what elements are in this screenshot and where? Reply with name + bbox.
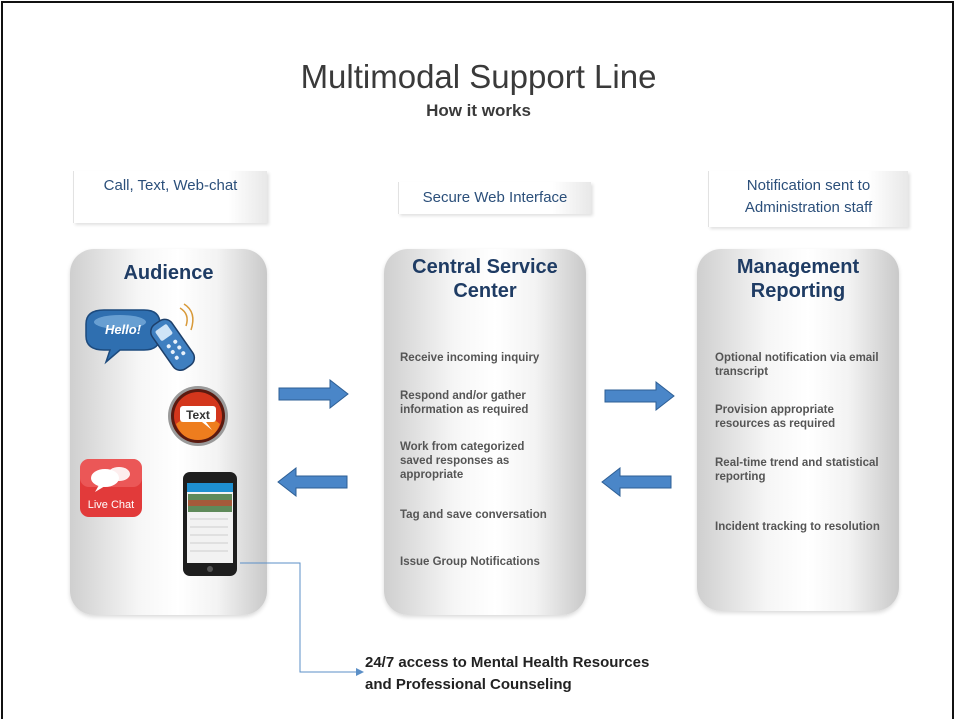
central-title: Central Service Center: [384, 255, 586, 303]
central-item-4: Tag and save conversation: [400, 509, 547, 521]
management-column: Management Reporting Optional notificati…: [697, 249, 899, 611]
text-label: Text: [186, 408, 210, 422]
arrow-right-to-central: [278, 379, 349, 409]
central-item-2: Respond and/or gather information as req…: [400, 390, 529, 416]
management-item-2: Provision appropriate resources as requi…: [715, 404, 836, 430]
management-item-1: Optional notification via email transcri…: [715, 352, 879, 378]
tab-notification: Notification sent to Administration staf…: [708, 171, 908, 227]
management-item-4: Incident tracking to resolution: [715, 521, 880, 533]
text-message-icon: Text: [168, 386, 228, 446]
central-item-5: Issue Group Notifications: [400, 556, 540, 568]
page-title: Multimodal Support Line: [300, 58, 657, 95]
central-item-1: Receive incoming inquiry: [400, 352, 540, 364]
live-chat-icon: Live Chat: [80, 459, 142, 517]
management-title-line1: Management: [736, 256, 860, 278]
audience-title: Audience: [123, 262, 214, 284]
smartphone-icon: [183, 472, 237, 576]
page-subtitle: How it works: [426, 101, 531, 120]
central-title-line1: Central Service: [412, 256, 558, 278]
footnote-line2: and Professional Counseling: [365, 676, 572, 693]
central-item-3: Work from categorized saved responses as…: [400, 441, 525, 481]
management-title-line2: Reporting: [750, 280, 846, 302]
phone-hello-icon: Hello!: [85, 303, 196, 372]
central-title-line2: Center: [453, 280, 517, 302]
footnote-line1: 24/7 access to Mental Health Resources: [365, 654, 650, 671]
livechat-label: Live Chat: [88, 499, 134, 511]
tab-notification-line1: Notification sent to: [746, 177, 871, 194]
arrow-left-to-audience: [277, 467, 348, 497]
tab-channels-label: Call, Text, Web-chat: [103, 177, 238, 194]
tab-channels: Call, Text, Web-chat: [73, 171, 267, 223]
arrow-left-to-central: [601, 467, 672, 497]
management-title: Management Reporting: [697, 255, 899, 303]
tab-notification-line2: Administration staff: [744, 199, 873, 216]
arrow-right-to-management: [604, 381, 675, 411]
central-service-column: Central Service Center Receive incoming …: [384, 249, 586, 615]
management-item-3: Real-time trend and statistical reportin…: [715, 457, 879, 483]
tab-secure-interface: Secure Web Interface: [398, 182, 591, 214]
hello-label: Hello!: [105, 322, 142, 337]
footnote-text: 24/7 access to Mental Health Resources a…: [365, 652, 785, 696]
tab-secure-interface-label: Secure Web Interface: [422, 189, 568, 206]
footnote-connector: [240, 562, 364, 676]
